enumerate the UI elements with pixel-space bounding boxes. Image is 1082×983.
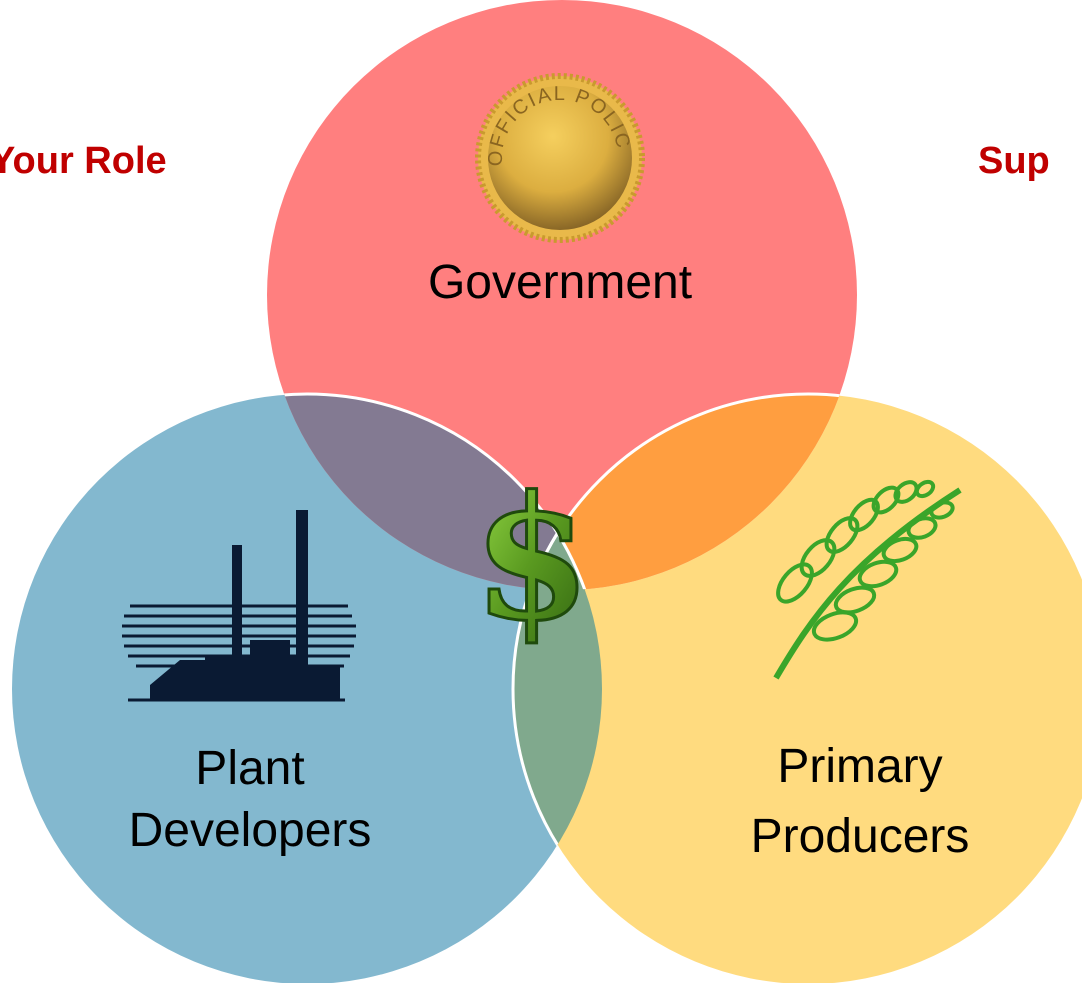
primary-label-line1: Primary	[777, 740, 943, 793]
overlap-government-plant	[267, 394, 602, 590]
primary-producers-label: Primary Producers	[680, 732, 1040, 872]
factory-icon	[122, 510, 356, 702]
dollar-symbol: $	[473, 459, 591, 659]
plant-developers-label: Plant Developers	[70, 738, 430, 862]
primary-label-line2: Producers	[750, 810, 970, 863]
plant-label-line1: Plant	[195, 742, 305, 795]
government-label: Government	[427, 256, 693, 309]
dollar-icon: $	[471, 458, 592, 661]
overlap-government-primary	[513, 394, 857, 590]
right-heading: Sup	[978, 140, 1050, 182]
wheat-icon	[773, 479, 962, 680]
left-heading: Your Role	[0, 140, 167, 182]
plant-label-line2: Developers	[128, 804, 372, 857]
